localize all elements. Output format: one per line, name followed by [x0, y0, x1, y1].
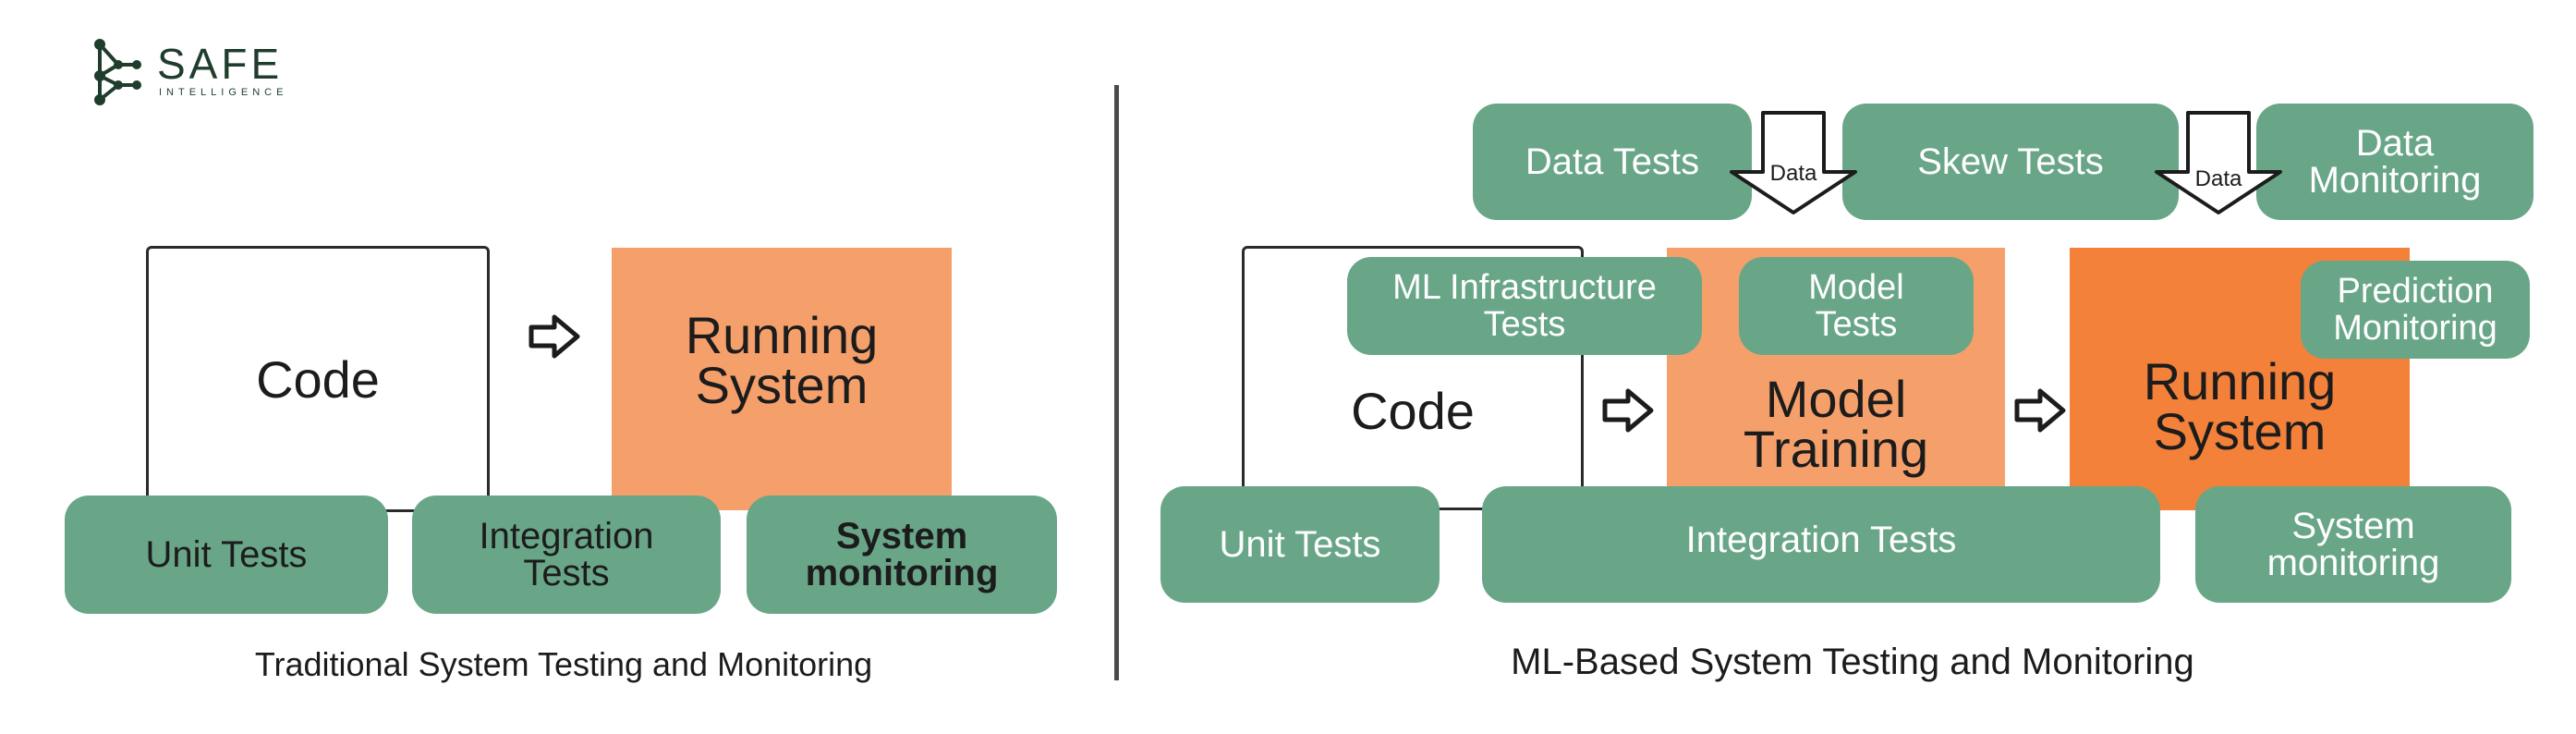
section-divider — [1114, 85, 1119, 680]
traditional-code-box — [146, 246, 490, 512]
logo: SAFE INTELLIGENCE — [91, 37, 312, 111]
ml-infrastructure-tests: ML Infrastructure Tests — [1347, 257, 1702, 355]
traditional-running-system: Running System — [612, 248, 952, 510]
network-logo-icon — [94, 39, 141, 105]
data-monitoring: Data Monitoring — [2256, 104, 2533, 220]
arrow-right-icon — [2014, 388, 2066, 433]
data-arrow-2: Data — [2151, 109, 2286, 216]
data-tests: Data Tests — [1473, 104, 1752, 220]
arrow-right-icon — [1602, 388, 1654, 433]
traditional-integration-tests: Integration Tests — [412, 495, 721, 614]
data-arrow-1: Data — [1726, 109, 1861, 216]
model-tests: Model Tests — [1739, 257, 1974, 355]
data-arrow-2-label: Data — [2194, 166, 2242, 191]
logo-tagline: INTELLIGENCE — [159, 87, 288, 98]
logo-name: SAFE — [157, 40, 284, 88]
traditional-unit-tests: Unit Tests — [65, 495, 388, 614]
ml-caption: ML-Based System Testing and Monitoring — [1511, 642, 2194, 682]
arrow-down-icon — [2155, 111, 2282, 214]
ml-unit-tests: Unit Tests — [1160, 486, 1440, 603]
arrow-right-icon — [529, 314, 580, 359]
prediction-monitoring: Prediction Monitoring — [2301, 261, 2530, 359]
skew-tests: Skew Tests — [1842, 104, 2179, 220]
traditional-system-monitoring: System monitoring — [747, 495, 1057, 614]
arrow-down-icon — [1730, 111, 1857, 214]
ml-system-monitoring: System monitoring — [2195, 486, 2511, 603]
traditional-caption: Traditional System Testing and Monitorin… — [254, 645, 873, 683]
ml-integration-tests: Integration Tests — [1482, 486, 2160, 603]
data-arrow-1-label: Data — [1769, 161, 1817, 186]
traditional-code-label: Code — [256, 350, 380, 409]
ml-code-label: Code — [1351, 382, 1475, 440]
